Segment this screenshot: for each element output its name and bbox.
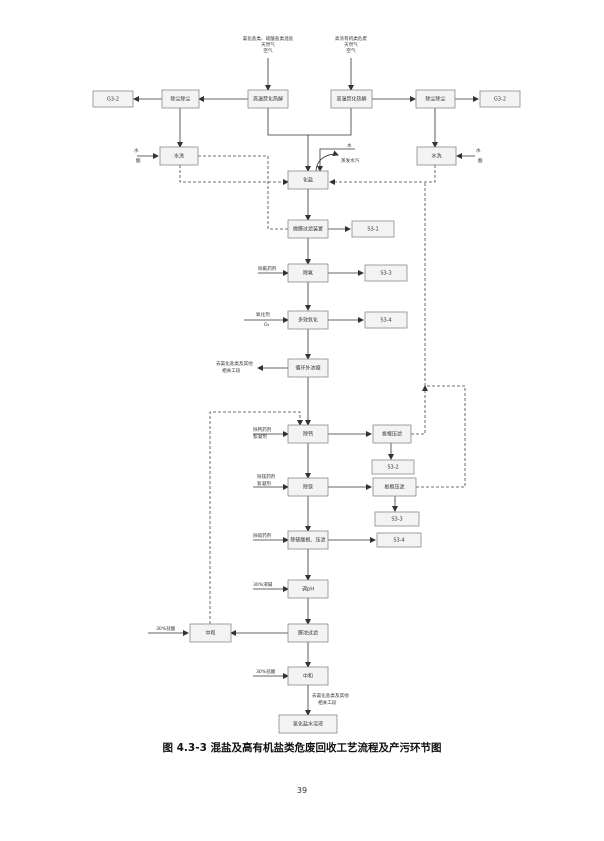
box-plate-press-1: 板框压滤 — [372, 424, 412, 444]
svg-text:水洗: 水洗 — [174, 153, 184, 160]
box-plate-press-2: 板框压滤 — [372, 477, 417, 497]
svg-text:板框压滤: 板框压滤 — [382, 431, 402, 438]
svg-text:除氟: 除氟 — [303, 270, 313, 277]
box-dedust-right: 除尘除尘 — [415, 89, 456, 109]
svg-text:高温焚化热解: 高温焚化热解 — [336, 96, 366, 103]
hcl-neutral-label: 30%盐酸 — [156, 625, 176, 632]
svg-text:S3-2: S3-2 — [387, 465, 398, 471]
box-neutralize: 中和 — [287, 666, 329, 686]
svg-text:水洗: 水洗 — [431, 153, 441, 160]
flow-lines — [133, 58, 479, 716]
acid-left-label: 酸 — [136, 157, 141, 164]
page-number: 39 — [296, 786, 308, 795]
svg-text:S3-4: S3-4 — [393, 538, 404, 544]
hcl-final-label: 30%盐酸 — [256, 668, 276, 675]
svg-text:除硫酸根、压滤: 除硫酸根、压滤 — [290, 537, 325, 544]
calcium-agent-label: 除钙药剂 — [253, 426, 272, 433]
svg-text:S3-1: S3-1 — [367, 227, 378, 233]
box-g3-left: G3-2 — [92, 90, 134, 108]
flocculant-1-label: 絮凝剂 — [253, 433, 267, 440]
svg-text:S3-4: S3-4 — [380, 318, 391, 324]
box-s3-3b: S3-3 — [374, 511, 420, 527]
box-evaporator: 循环外浓缩 — [287, 358, 329, 378]
box-wash-right: 水洗 — [416, 146, 457, 166]
evap-out-label-2: 相关工段 — [222, 367, 241, 374]
box-s3-3a: S3-3 — [364, 264, 408, 282]
water-top-label: 水 — [347, 142, 352, 149]
defluoride-agent-label: 除氟药剂 — [258, 265, 277, 272]
svg-text:除镁: 除镁 — [303, 484, 313, 491]
box-pyrolysis-left: 高温焚化热解 — [247, 89, 289, 109]
mag-agent-label: 除镁药剂 — [257, 473, 276, 480]
svg-text:天然气: 天然气 — [261, 41, 275, 48]
svg-text:微膜过滤装置: 微膜过滤装置 — [293, 226, 323, 233]
box-membrane-filter: 膜浓过滤 — [287, 623, 329, 643]
svg-text:多效氧化: 多效氧化 — [298, 317, 318, 324]
box-ph-adjust: 调pH — [287, 579, 329, 599]
box-decalcium: 除钙 — [287, 424, 329, 444]
water-left-label: 水 — [134, 147, 139, 154]
box-g3-right: G3-2 — [479, 90, 521, 108]
svg-text:G3-2: G3-2 — [107, 97, 119, 103]
box-dedust-left: 除尘除尘 — [161, 89, 200, 109]
box-pyrolysis-right: 高温焚化热解 — [330, 89, 373, 109]
box-dissolve: 化盐 — [287, 170, 329, 190]
water-right-label: 水 — [476, 147, 481, 154]
box-wash-left: 水洗 — [159, 146, 199, 166]
box-multi-oxidation: 多效氧化 — [287, 310, 329, 330]
svg-text:除尘除尘: 除尘除尘 — [425, 96, 445, 103]
sulfate-agent-label: 除硫药剂 — [253, 532, 272, 539]
svg-text:中和: 中和 — [205, 630, 215, 637]
box-product: 氯化盐水溶液 — [278, 714, 338, 734]
svg-text:S3-3: S3-3 — [391, 517, 402, 523]
svg-text:化盐: 化盐 — [303, 177, 313, 184]
svg-text:板框压滤: 板框压滤 — [384, 484, 404, 491]
input-label-mixed-salt: 氯化盐类、硫酸盐类混盐 天然气 空气 — [243, 35, 294, 54]
svg-text:中和: 中和 — [303, 673, 313, 680]
alkali-label: 30%液碱 — [253, 581, 273, 588]
svg-text:膜浓过滤: 膜浓过滤 — [298, 630, 318, 637]
box-s3-4b: S3-4 — [376, 532, 422, 548]
box-demag: 除镁 — [287, 477, 329, 497]
svg-text:S3-3: S3-3 — [380, 271, 391, 277]
svg-text:氯化盐水溶液: 氯化盐水溶液 — [293, 721, 323, 728]
box-defluoride: 除氟 — [287, 263, 329, 283]
svg-text:天然气: 天然气 — [344, 41, 358, 48]
svg-text:G3-2: G3-2 — [494, 97, 506, 103]
svg-text:高浓有机类危废: 高浓有机类危废 — [335, 35, 368, 42]
input-label-organic-waste: 高浓有机类危废 天然气 空气 — [335, 35, 368, 54]
svg-text:氯化盐类、硫酸盐类混盐: 氯化盐类、硫酸盐类混盐 — [243, 35, 294, 42]
oxidant-label: 氧化剂 — [256, 311, 270, 318]
svg-text:空气: 空气 — [263, 47, 273, 54]
box-s3-4a: S3-4 — [364, 311, 408, 329]
final-out-label-2: 相关工段 — [318, 699, 337, 706]
svg-text:调pH: 调pH — [302, 586, 314, 593]
vapor-label: 蒸发水汽 — [341, 157, 360, 164]
box-desulfate: 除硫酸根、压滤 — [287, 530, 329, 550]
svg-text:除尘除尘: 除尘除尘 — [170, 96, 190, 103]
oxygen-label: O₂ — [264, 322, 270, 328]
box-s3-2: S3-2 — [371, 459, 415, 475]
side-labels: 水 酸 水 酸 水 蒸发水汽 除氟药剂 氧化剂 O₂ 除钙药剂 絮凝剂 除镁药剂… — [134, 142, 483, 706]
svg-text:高温焚化热解: 高温焚化热解 — [253, 96, 283, 103]
recycle-lines — [179, 155, 466, 624]
box-s3-1: S3-1 — [351, 220, 395, 238]
box-filter: 微膜过滤装置 — [287, 219, 329, 239]
evap-out-label-1: 去氯化盐类及其他 — [216, 360, 253, 367]
svg-text:除钙: 除钙 — [303, 431, 313, 438]
acid-right-label: 酸 — [478, 157, 483, 164]
svg-text:循环外浓缩: 循环外浓缩 — [295, 365, 320, 372]
final-out-label-1: 去氯化盐类及其他 — [312, 692, 349, 699]
figure-caption: 图 4.3-3 混盐及高有机盐类危废回收工艺流程及产污环节图 — [162, 742, 442, 754]
flocculant-2-label: 絮凝剂 — [257, 480, 271, 487]
svg-text:空气: 空气 — [346, 47, 356, 54]
box-neutralize-left: 中和 — [189, 623, 232, 643]
